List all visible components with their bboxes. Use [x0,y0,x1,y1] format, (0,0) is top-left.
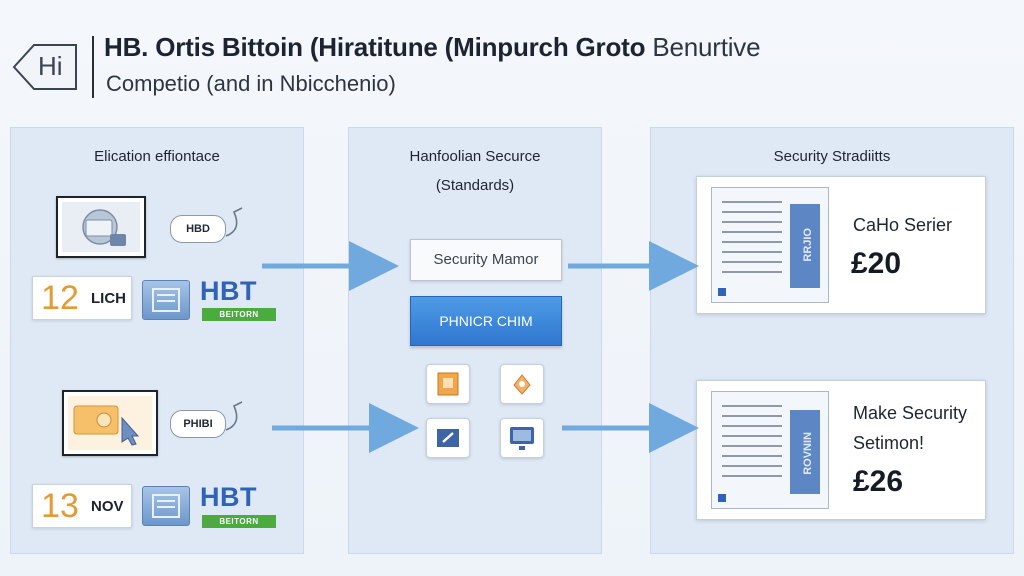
card-document-2: ROVNIN [711,391,829,509]
card-price-2: £26 [853,465,904,498]
offer-card-1[interactable]: RRJIO CaHo Serier £20 [696,176,986,314]
card-title-2: Make Security [853,403,968,423]
id-card-icon [62,202,140,252]
left-panel-title: Elication effiontace [94,148,220,165]
page-title: HB. Ortis Bittoin (Hiratitune (Minpurch … [104,32,761,63]
document-icon [718,405,820,502]
middle-panel-title: Hanfoolian Securce [409,148,541,165]
primary-action-button[interactable]: PHNICR CHIM [410,296,562,346]
shield-tile[interactable] [500,364,544,404]
wrench-icon [437,429,459,447]
brand-badge-1: BEITORN [202,308,276,321]
document-icon [718,201,820,296]
header-divider [92,36,94,98]
brand-logo-2: HBT [200,482,257,512]
shield-icon [513,374,531,395]
monitor-tile[interactable] [500,418,544,458]
back-badge[interactable]: Hi [12,42,78,92]
back-arrow-icon [12,44,77,90]
lock-tile[interactable] [426,364,470,404]
document-button-1[interactable] [142,280,190,320]
monitor-2 [62,390,158,456]
number-tile-1: 12 LICH [32,276,132,320]
card-price-1: £20 [851,247,902,280]
number-label-2: NOV [91,497,124,515]
title-rest: Benurtive [645,32,761,62]
brand-logo-1: HBT [200,276,257,306]
card-title-1: CaHo Serier [853,215,953,235]
document-button-2[interactable] [142,486,190,526]
label-bubble-2: PHIBI [170,410,226,438]
page-subtitle: Competio (and in Nbicchenio) [106,71,396,96]
middle-panel-subtitle: (Standards) [435,177,515,194]
monitor-1 [56,196,146,258]
document-icon [152,494,180,518]
bubble-tail-icon [225,207,243,237]
lock-icon [437,372,459,396]
offer-card-2[interactable]: ROVNIN Make Security Setimon! £26 [696,380,986,520]
number-2: 13 [41,486,79,525]
bubble-tail-icon [225,401,243,431]
person-cursor-icon [68,396,152,450]
brand-badge-2: BEITORN [202,515,276,528]
right-panel-title: Security Stradiitts [773,148,891,165]
document-icon [152,288,180,312]
wrench-tile[interactable] [426,418,470,458]
number-label-1: LICH [91,289,126,307]
monitor-icon [510,427,534,450]
number-1: 12 [41,278,79,317]
card-subtitle-2: Setimon! [853,433,925,453]
label-bubble-1: HBD [170,215,226,243]
number-tile-2: 13 NOV [32,484,132,528]
title-bold: HB. Ortis Bittoin (Hiratitune (Minpurch … [104,32,646,62]
back-badge-label: Hi [38,51,63,81]
security-box[interactable]: Security Mamor [410,239,562,281]
card-document-1: RRJIO [711,187,829,303]
